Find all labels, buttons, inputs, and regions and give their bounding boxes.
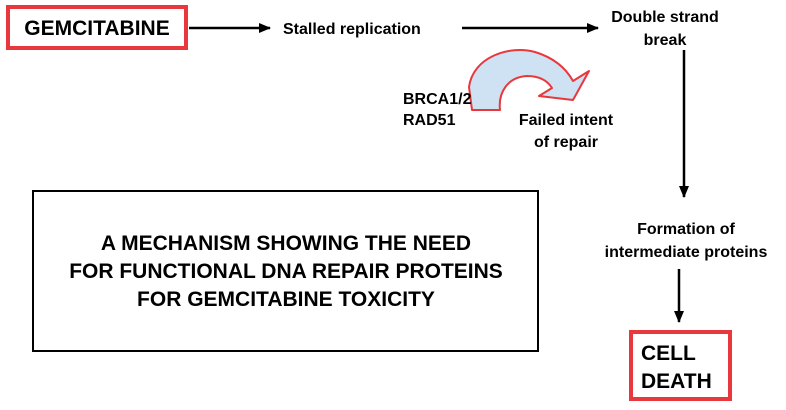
repair-proteins-node: BRCA1/2 RAD51	[403, 91, 472, 129]
cell-death-line-1: CELL	[641, 342, 696, 365]
dsb-line-2: break	[644, 32, 687, 49]
caption-frame	[32, 190, 539, 352]
gemcitabine-label: GEMCITABINE	[24, 17, 169, 40]
stalled-replication-label: Stalled replication	[283, 21, 421, 38]
intermediate-proteins-node: Formation of intermediate proteins	[605, 221, 768, 261]
repair-proteins-line-1: BRCA1/2	[403, 91, 472, 108]
intermediate-line-1: Formation of	[637, 221, 735, 238]
double-strand-break-node: Double strand break	[611, 9, 719, 49]
cell-death-box	[629, 330, 732, 401]
caption-line-2: FOR FUNCTIONAL DNA REPAIR PROTEINS	[69, 260, 503, 283]
intermediate-line-2: intermediate proteins	[605, 244, 768, 261]
failed-repair-line-1: Failed intent	[519, 112, 614, 129]
failed-repair-node: Failed intent of repair	[519, 112, 614, 151]
failed-repair-line-2: of repair	[534, 134, 598, 151]
curved-repair-arrow	[468, 49, 590, 111]
repair-proteins-line-2: RAD51	[403, 112, 456, 129]
caption-box: A MECHANISM SHOWING THE NEED FOR FUNCTIO…	[32, 190, 539, 352]
gemcitabine-node: GEMCITABINE	[6, 5, 188, 50]
cell-death-line-2: DEATH	[641, 370, 712, 393]
cell-death-node: CELL DEATH	[629, 330, 732, 401]
gemcitabine-box	[6, 5, 188, 50]
dsb-line-1: Double strand	[611, 9, 719, 26]
caption-line-3: FOR GEMCITABINE TOXICITY	[137, 288, 435, 311]
caption-line-1: A MECHANISM SHOWING THE NEED	[101, 232, 471, 255]
